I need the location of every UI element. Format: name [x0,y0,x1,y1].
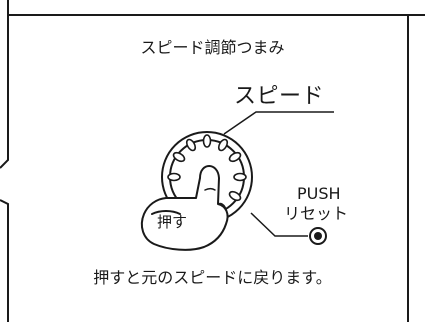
figure-title: スピード調節つまみ [140,38,285,57]
dial-label: スピード [234,84,325,109]
reset-leader-line [250,212,308,237]
figure-caption: 押すと元のスピードに戻ります。 [93,268,332,287]
reset-button-icon [309,227,327,245]
push-label: PUSH [297,184,341,203]
reset-label: リセット [284,204,349,223]
pressing-hand-icon [140,165,229,251]
dial-leader-line [223,111,334,135]
press-label: 押す [157,213,188,231]
leader-lines [223,111,334,237]
